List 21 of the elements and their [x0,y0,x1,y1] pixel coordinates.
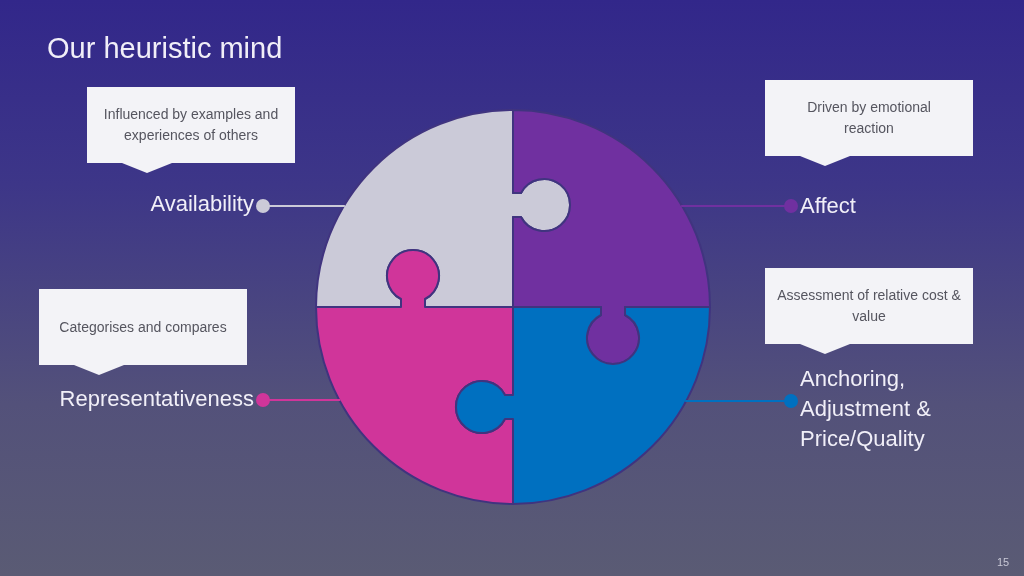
slide-title: Our heuristic mind [47,31,283,66]
puzzle-piece [315,249,514,505]
page-number: 15 [997,555,1010,569]
speech-bubble [87,87,295,173]
puzzle-piece [512,109,711,365]
leader-line [684,394,798,408]
puzzle-piece [315,109,571,308]
leader-line [680,199,798,213]
heuristic-label: Representativeness [59,384,254,414]
speech-bubble [765,268,973,354]
heuristic-label: Availability [150,189,254,219]
leader-line [256,393,342,407]
callout-text: Assessment of relative cost & value [776,286,962,326]
puzzle-piece [455,306,711,505]
callout-text: Driven by emotional reaction [806,98,932,138]
heuristic-label: Affect [800,191,856,221]
speech-bubble [39,289,247,375]
callout-text: Categorises and compares [59,317,227,337]
heuristic-label: Anchoring, Adjustment & Price/Quality [800,364,932,454]
callout-text: Influenced by examples and experiences of others [102,105,280,145]
speech-bubble [765,80,973,166]
